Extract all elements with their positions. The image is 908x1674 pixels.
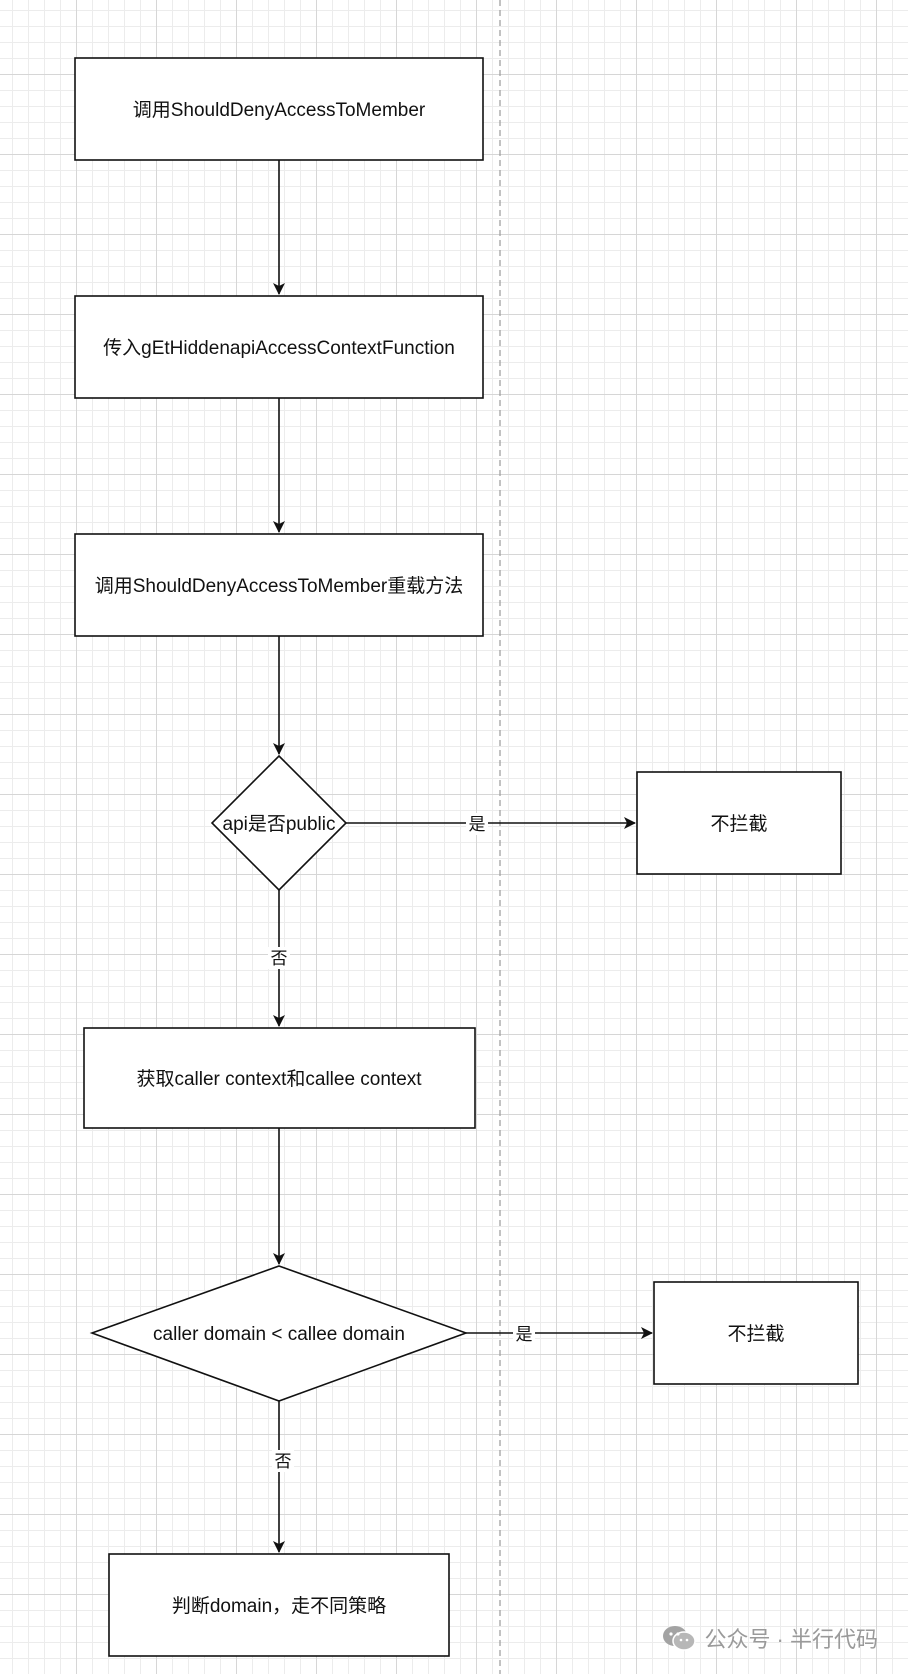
svg-text:获取caller context和callee contex: 获取caller context和callee context bbox=[136, 1068, 422, 1090]
decision-api-public[interactable]: api是否public bbox=[210, 754, 348, 892]
svg-text:不拦截: 不拦截 bbox=[727, 1323, 784, 1345]
wechat-icon bbox=[663, 1626, 697, 1651]
svg-text:调用ShouldDenyAccessToMember重载方法: 调用ShouldDenyAccessToMember重载方法 bbox=[95, 575, 464, 597]
node-judge-domain[interactable]: 判断domain，走不同策略 bbox=[108, 1553, 450, 1657]
node-call-overload[interactable]: 调用ShouldDenyAccessToMember重载方法 bbox=[74, 533, 484, 637]
node-no-intercept-2[interactable]: 不拦截 bbox=[653, 1281, 859, 1385]
watermark-text: 公众号 · 半行代码 bbox=[704, 1627, 878, 1652]
edge-label-public-no: 否 bbox=[268, 947, 290, 969]
svg-text:判断domain，走不同策略: 判断domain，走不同策略 bbox=[172, 1595, 386, 1617]
decision-domain-compare[interactable]: caller domain < callee domain bbox=[89, 1265, 469, 1402]
svg-text:传入gEtHiddenapiAccessContextFun: 传入gEtHiddenapiAccessContextFunction bbox=[103, 337, 455, 359]
svg-text:不拦截: 不拦截 bbox=[710, 813, 767, 835]
node-get-contexts[interactable]: 获取caller context和callee context bbox=[83, 1027, 476, 1129]
svg-text:是: 是 bbox=[469, 815, 486, 834]
svg-text:caller domain < callee domain: caller domain < callee domain bbox=[153, 1324, 405, 1345]
edge-label-public-yes: 是 bbox=[466, 813, 488, 835]
edge-label-domain-yes: 是 bbox=[513, 1323, 535, 1345]
svg-text:是: 是 bbox=[516, 1325, 533, 1344]
svg-text:api是否public: api是否public bbox=[223, 814, 336, 835]
node-pass-context-function[interactable]: 传入gEtHiddenapiAccessContextFunction bbox=[74, 295, 484, 399]
svg-text:调用ShouldDenyAccessToMember: 调用ShouldDenyAccessToMember bbox=[133, 99, 426, 121]
node-call-should-deny[interactable]: 调用ShouldDenyAccessToMember bbox=[74, 57, 484, 161]
node-no-intercept-1[interactable]: 不拦截 bbox=[636, 771, 842, 875]
svg-text:否: 否 bbox=[271, 949, 288, 968]
watermark: 公众号 · 半行代码 bbox=[662, 1622, 878, 1654]
svg-text:否: 否 bbox=[275, 1452, 292, 1471]
edge-label-domain-no: 否 bbox=[272, 1450, 294, 1472]
